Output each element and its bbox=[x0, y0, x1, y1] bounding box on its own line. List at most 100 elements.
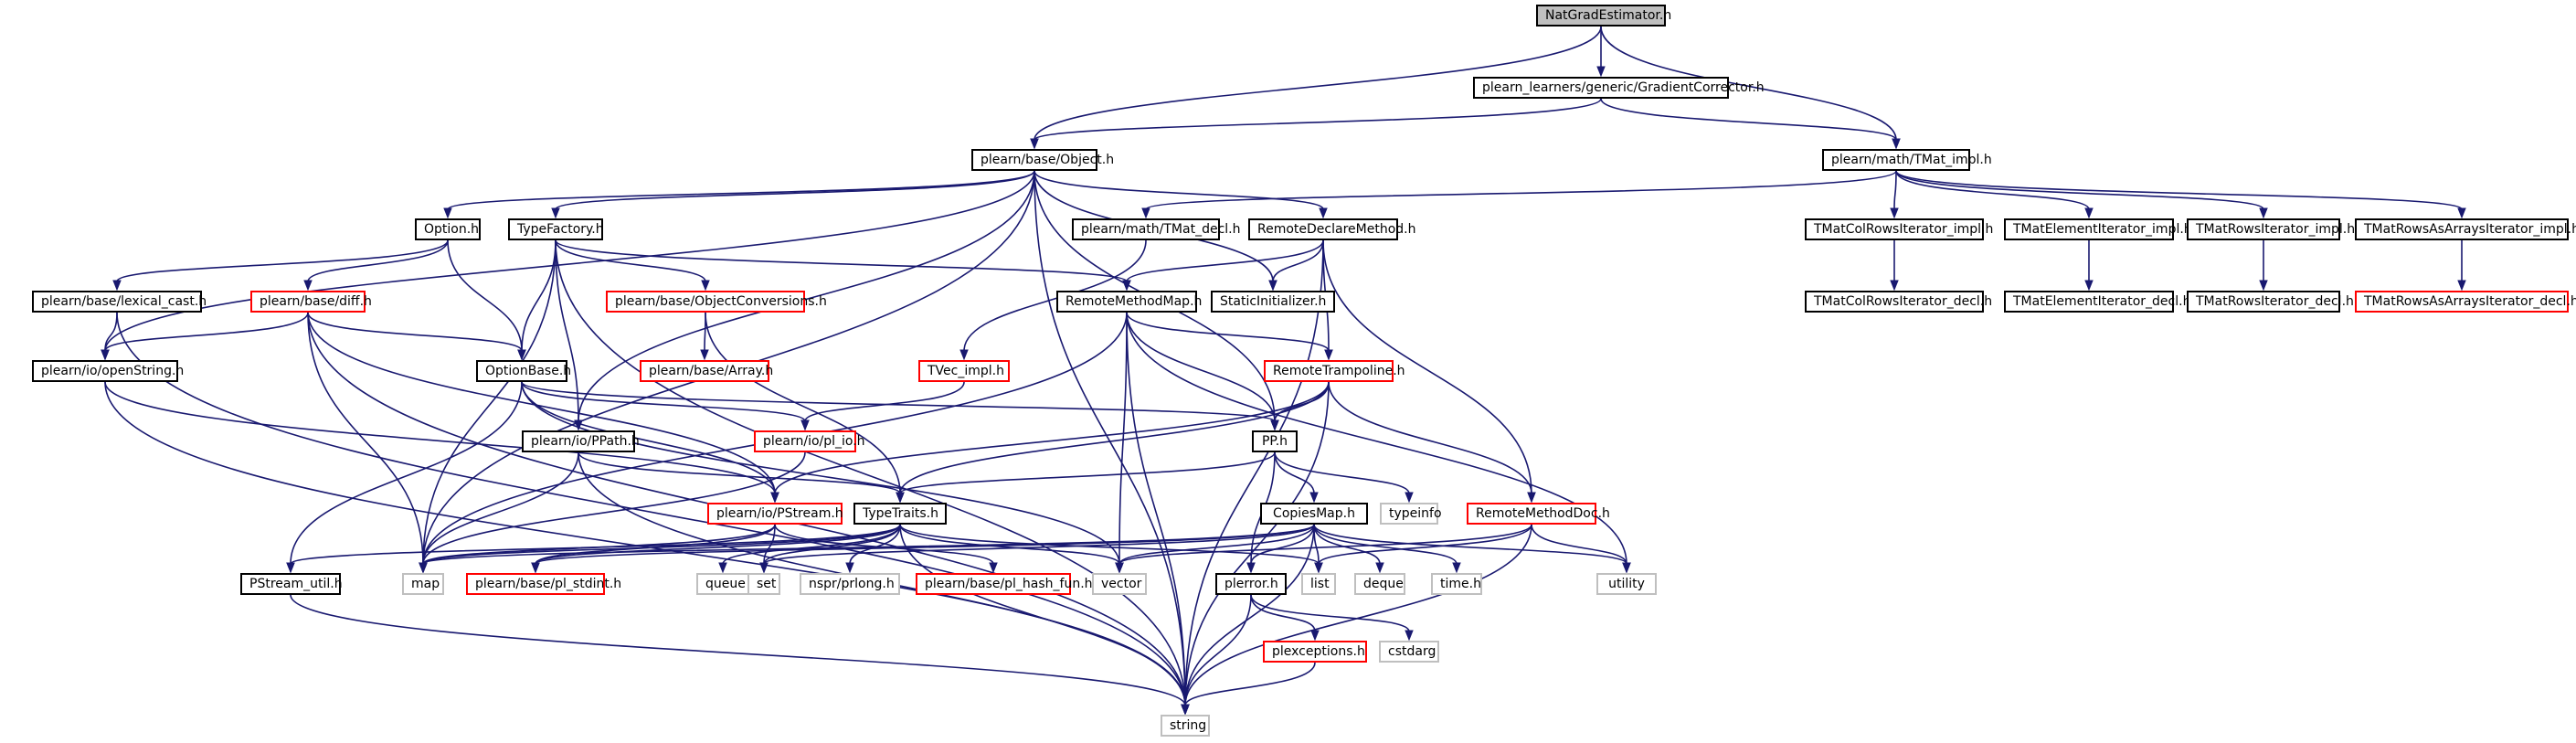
node-remotetramp[interactable]: RemoteTrampoline.h bbox=[1264, 360, 1405, 382]
node-tmatrowsimpl[interactable]: TMatRowsIterator_impl.h bbox=[2187, 218, 2355, 240]
node-ppath[interactable]: plearn/io/PPath.h bbox=[522, 430, 640, 452]
edge-copiesmap-to-vector bbox=[1118, 524, 1315, 565]
edge-remotedeclare-to-remotemethoddoc bbox=[1322, 239, 1532, 494]
edge-arrowhead bbox=[700, 349, 709, 361]
edge-remotemethodmap-to-string bbox=[1126, 312, 1186, 706]
node-tvecimpl[interactable]: TVec_impl.h bbox=[918, 360, 1010, 382]
edge-arrowhead bbox=[759, 562, 769, 574]
edge-arrowhead bbox=[1115, 562, 1124, 574]
edge-option-to-diff bbox=[307, 239, 449, 282]
node-vector: vector bbox=[1092, 573, 1147, 595]
edge-diff-to-pstream bbox=[307, 312, 776, 494]
edge-remotemethodmap-to-remotetramp bbox=[1126, 312, 1330, 352]
edge-remotemethoddoc-to-utility bbox=[1531, 524, 1627, 565]
node-string: string bbox=[1161, 715, 1210, 737]
edge-arrowhead bbox=[2259, 207, 2268, 219]
edge-arrowhead bbox=[1309, 492, 1319, 504]
node-typefactory[interactable]: TypeFactory.h bbox=[508, 218, 604, 240]
node-plerror[interactable]: plerror.h bbox=[1215, 573, 1287, 595]
node-queue: queue bbox=[696, 573, 749, 595]
edge-remotemethoddoc-to-string bbox=[1184, 524, 1532, 706]
edge-arrowhead bbox=[1122, 280, 1131, 292]
node-cstdarg: cstdarg bbox=[1379, 641, 1439, 663]
edge-remotemethodmap-to-pp bbox=[1126, 312, 1276, 422]
node-hashfun[interactable]: plearn/base/pl_hash_fun.h bbox=[916, 573, 1093, 595]
edge-pstream-to-set bbox=[763, 524, 776, 565]
edge-copiesmap-to-utility bbox=[1313, 524, 1627, 565]
node-remotedeclare[interactable]: RemoteDeclareMethod.h bbox=[1248, 218, 1415, 240]
edge-arrowhead bbox=[800, 419, 810, 431]
edge-tmatimpl-to-tmatrowsimpl bbox=[1895, 170, 2264, 210]
node-lexicalcast[interactable]: plearn/base/lexical_cast.h bbox=[32, 291, 207, 313]
edge-remotemethodmap-to-vector bbox=[1118, 312, 1128, 565]
edge-optionbase-to-pstreamutil bbox=[290, 381, 523, 565]
edge-plio-to-map bbox=[422, 451, 806, 565]
node-tmatrowsarrdecl[interactable]: TMatRowsAsArraysIterator_decl.h bbox=[2355, 291, 2576, 313]
edge-object-to-openstring bbox=[104, 170, 1035, 352]
edge-ppath-to-map bbox=[422, 451, 579, 565]
node-tmatelemdecl[interactable]: TMatElementIterator_decl.h bbox=[2004, 291, 2190, 313]
edge-remotetramp-to-remotemethoddoc bbox=[1328, 381, 1532, 494]
node-option[interactable]: Option.h bbox=[415, 218, 481, 240]
node-tmatrowsdecl[interactable]: TMatRowsIterator_decl.h bbox=[2187, 291, 2354, 313]
node-copiesmap[interactable]: CopiesMap.h bbox=[1260, 503, 1368, 525]
node-plstdint[interactable]: plearn/base/pl_stdint.h bbox=[466, 573, 621, 595]
edge-typetraits-to-string bbox=[899, 524, 1186, 706]
node-remotemethoddoc[interactable]: RemoteMethodDoc.h bbox=[1467, 503, 1610, 525]
edge-typetraits-to-list bbox=[899, 524, 1320, 565]
node-objconv[interactable]: plearn/base/ObjectConversions.h bbox=[606, 291, 827, 313]
node-tmatcoldecl[interactable]: TMatColRowsIterator_decl.h bbox=[1805, 291, 1992, 313]
edge-arrowhead bbox=[1890, 207, 1899, 219]
edge-plerror-to-cstdarg bbox=[1250, 594, 1410, 632]
edge-remotedeclare-to-staticinit bbox=[1272, 239, 1324, 282]
node-tmatcolimpl[interactable]: TMatColRowsIterator_impl.h bbox=[1805, 218, 1993, 240]
edge-arrowhead bbox=[989, 562, 998, 574]
edge-typefactory-to-optionbase bbox=[521, 239, 557, 352]
node-tmatrowsarrimpl[interactable]: TMatRowsAsArraysIterator_impl.h bbox=[2355, 218, 2576, 240]
node-typetraits[interactable]: TypeTraits.h bbox=[853, 503, 947, 525]
edge-tmatimpl-to-tmatdecl bbox=[1145, 170, 1897, 210]
node-tmatelemimpl[interactable]: TMatElementIterator_impl.h bbox=[2004, 218, 2192, 240]
edge-arrowhead bbox=[2457, 207, 2466, 219]
node-gradcorr[interactable]: plearn_learners/generic/GradientCorrecto… bbox=[1473, 77, 1765, 99]
node-pp[interactable]: PP.h bbox=[1252, 430, 1298, 452]
edge-diff-to-map bbox=[307, 312, 424, 565]
edge-typefactory-to-map bbox=[422, 239, 557, 565]
node-tmatimpl[interactable]: plearn/math/TMat_impl.h bbox=[1822, 149, 1992, 171]
edge-arrowhead bbox=[2084, 207, 2094, 219]
edge-pstreamutil-to-string bbox=[290, 594, 1186, 706]
node-staticinit[interactable]: StaticInitializer.h bbox=[1211, 291, 1335, 313]
node-object[interactable]: plearn/base/Object.h bbox=[971, 149, 1114, 171]
node-diff[interactable]: plearn/base/diff.h bbox=[250, 291, 372, 313]
edge-typetraits-to-vector bbox=[899, 524, 1120, 565]
edge-remotetramp-to-typetraits bbox=[899, 381, 1330, 494]
node-optionbase[interactable]: OptionBase.h bbox=[476, 360, 571, 382]
node-pstreamutil[interactable]: PStream_util.h bbox=[240, 573, 343, 595]
edge-arrowhead bbox=[959, 349, 969, 361]
node-plexceptions[interactable]: plexceptions.h bbox=[1263, 641, 1367, 663]
node-array[interactable]: plearn/base/Array.h bbox=[640, 360, 773, 382]
node-typeinfo: typeinfo bbox=[1380, 503, 1442, 525]
edge-arrowhead bbox=[718, 562, 727, 574]
edge-typetraits-to-queue bbox=[722, 524, 901, 565]
node-tmatdecl[interactable]: plearn/math/TMat_decl.h bbox=[1072, 218, 1240, 240]
edge-arrowhead bbox=[1181, 704, 1190, 716]
edge-remotemethoddoc-to-list bbox=[1318, 524, 1532, 565]
edge-object-to-option bbox=[447, 170, 1035, 210]
edge-copiesmap-to-deque bbox=[1313, 524, 1381, 565]
node-openstring[interactable]: plearn/io/openString.h bbox=[32, 360, 184, 382]
edge-arrowhead bbox=[2457, 280, 2466, 292]
edge-arrowhead bbox=[531, 562, 540, 574]
edge-arrowhead bbox=[286, 562, 295, 574]
edge-copiesmap-to-string bbox=[1184, 524, 1315, 706]
node-pstream[interactable]: plearn/io/PStream.h bbox=[707, 503, 843, 525]
edge-arrowhead bbox=[551, 207, 560, 219]
node-remotemethodmap[interactable]: RemoteMethodMap.h bbox=[1056, 291, 1202, 313]
node-deque: deque bbox=[1354, 573, 1405, 595]
node-plio[interactable]: plearn/io/pl_io.h bbox=[754, 430, 865, 452]
edge-remotetramp-to-pp bbox=[1274, 381, 1330, 422]
edge-arrowhead bbox=[112, 280, 122, 292]
edge-arrowhead bbox=[517, 349, 526, 361]
edge-arrowhead bbox=[2259, 280, 2268, 292]
